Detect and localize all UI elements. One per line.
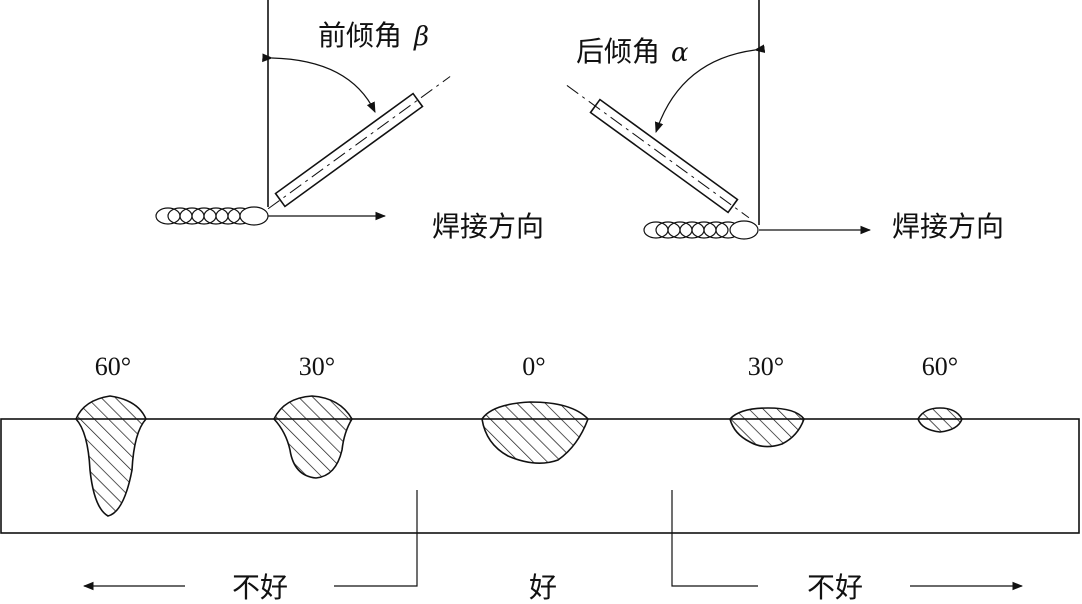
forward-tilt-panel: 前倾角 β 焊接方向 bbox=[155, 0, 544, 243]
angle-label-5: 60° bbox=[922, 352, 958, 381]
bracket-right bbox=[671, 490, 758, 587]
electrode-right bbox=[566, 85, 750, 219]
alpha-symbol: α bbox=[671, 38, 689, 68]
verdict-middle: 好 bbox=[529, 571, 557, 604]
angle-arc-alpha bbox=[654, 44, 766, 134]
beta-symbol: β bbox=[413, 22, 429, 52]
weld-pool-30-left bbox=[273, 395, 353, 479]
weld-bead-left bbox=[155, 206, 269, 226]
weld-pool-30-right bbox=[729, 407, 805, 448]
angle-arc-beta bbox=[262, 53, 376, 113]
verdict-right: 不好 bbox=[807, 571, 863, 604]
backward-tilt-label: 后倾角 bbox=[576, 35, 660, 68]
backward-tilt-panel: 后倾角 α 焊接方向 bbox=[566, 0, 1004, 243]
electrode-left bbox=[267, 76, 451, 210]
angle-label-4: 30° bbox=[748, 352, 784, 381]
verdict-left: 不好 bbox=[232, 571, 288, 604]
angle-label-3: 0° bbox=[522, 352, 545, 381]
weld-pool-60-left bbox=[75, 395, 147, 517]
weld-pool-60-right bbox=[917, 407, 963, 433]
welding-direction-label-left: 焊接方向 bbox=[432, 210, 544, 243]
forward-tilt-label: 前倾角 bbox=[318, 19, 402, 52]
weld-pool-0 bbox=[481, 401, 589, 464]
bracket-left bbox=[334, 490, 418, 587]
angle-label-1: 60° bbox=[95, 352, 131, 381]
penetration-section: 60° 30° 0° 30° 60° 不好 好 不好 bbox=[0, 352, 1080, 604]
welding-direction-label-right: 焊接方向 bbox=[892, 210, 1004, 243]
weld-bead-right bbox=[643, 220, 759, 240]
angle-label-2: 30° bbox=[299, 352, 335, 381]
